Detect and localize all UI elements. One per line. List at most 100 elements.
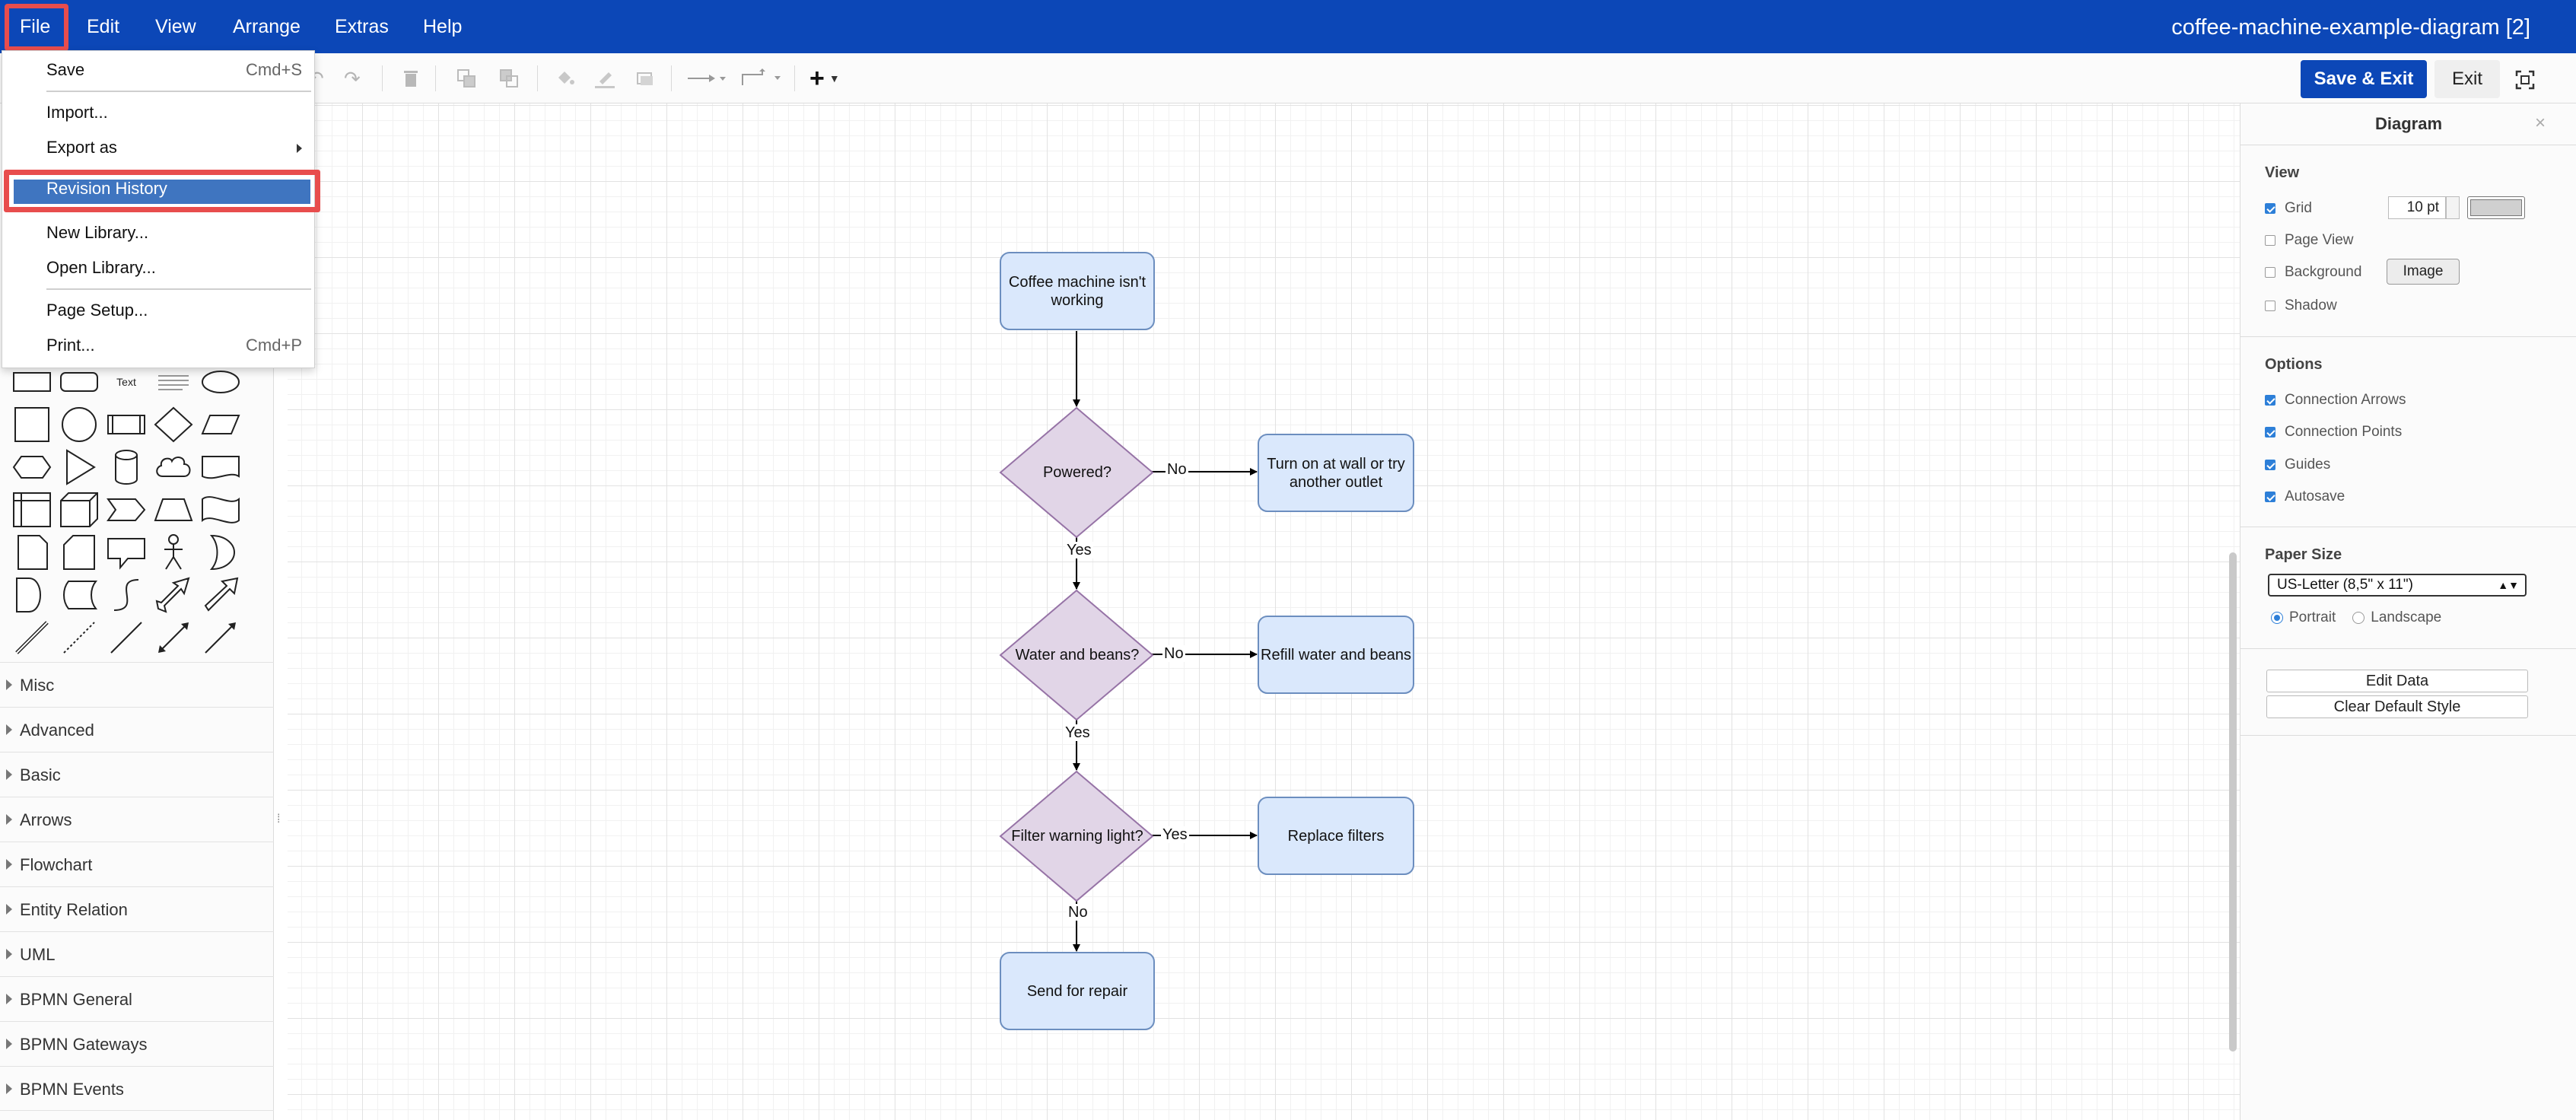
grid-checkbox[interactable] — [2265, 203, 2275, 214]
sidebar-section-advanced[interactable]: Advanced — [0, 707, 274, 752]
file-menu-export-as[interactable]: Export as — [2, 132, 316, 164]
autosave-row[interactable]: Autosave — [2265, 488, 2345, 506]
connection-arrows-row[interactable]: Connection Arrows — [2265, 391, 2406, 409]
trapezoid-shape[interactable] — [152, 490, 195, 530]
page-view-checkbox[interactable] — [2265, 235, 2275, 246]
guides-row[interactable]: Guides — [2265, 456, 2330, 474]
node-water-beans[interactable]: Water and beans? — [1015, 647, 1140, 663]
background-checkbox-row[interactable]: Background — [2265, 263, 2361, 282]
document-shape[interactable] — [199, 447, 242, 487]
file-menu-open-library[interactable]: Open Library... — [46, 258, 156, 277]
card-shape[interactable] — [58, 533, 100, 572]
fullscreen-icon[interactable] — [2512, 67, 2538, 93]
node-replace-filters[interactable]: Replace filters — [1287, 827, 1385, 845]
sidebar-section-bpmn-events[interactable]: BPMN Events — [0, 1066, 274, 1111]
connection-arrows-checkbox[interactable] — [2265, 395, 2275, 406]
callout-shape[interactable] — [105, 533, 148, 572]
grid-color-swatch[interactable] — [2467, 196, 2525, 219]
sidebar-section-flowchart[interactable]: Flowchart — [0, 842, 274, 886]
ellipse-shape[interactable] — [199, 362, 242, 402]
landscape-radio[interactable] — [2352, 612, 2365, 624]
diagram-canvas[interactable]: Coffee machine isn't working Powered? Tu… — [288, 103, 2240, 1120]
arrow-shape[interactable] — [199, 575, 242, 615]
file-menu-new-library[interactable]: New Library... — [46, 223, 149, 242]
square-shape[interactable] — [11, 405, 53, 444]
background-checkbox[interactable] — [2265, 267, 2275, 278]
to-back-icon[interactable] — [499, 67, 520, 90]
cylinder-shape[interactable] — [105, 447, 148, 487]
or-shape[interactable] — [199, 533, 242, 572]
menu-view[interactable]: View — [155, 16, 196, 37]
textbox-shape[interactable] — [152, 362, 195, 402]
menu-help[interactable]: Help — [423, 16, 463, 37]
bidirectional-connector-shape[interactable] — [152, 618, 195, 657]
process-shape[interactable] — [105, 405, 148, 444]
to-front-icon[interactable] — [456, 67, 478, 90]
paper-size-select[interactable]: US-Letter (8,5" x 11")▲▼ — [2268, 574, 2527, 597]
node-refill[interactable]: Refill water and beans — [1261, 646, 1411, 663]
edge-label-powered-no[interactable]: No — [1166, 461, 1188, 478]
directional-connector-shape[interactable] — [199, 618, 242, 657]
insert-plus-icon[interactable]: +▼ — [809, 63, 840, 93]
line-shape[interactable] — [105, 618, 148, 657]
bidirectional-arrow-shape[interactable] — [152, 575, 195, 615]
file-menu-print[interactable]: Print...Cmd+P — [2, 329, 316, 361]
rectangle-shape[interactable] — [11, 362, 53, 402]
node-start[interactable]: Coffee machine isn't working — [1008, 273, 1146, 309]
sidebar-section-basic[interactable]: Basic — [0, 752, 274, 797]
text-shape[interactable]: Text — [116, 376, 136, 388]
save-and-exit-button[interactable]: Save & Exit — [2301, 60, 2427, 98]
autosave-checkbox[interactable] — [2265, 492, 2275, 502]
delete-icon[interactable] — [402, 67, 420, 90]
internal-storage-shape[interactable] — [11, 490, 53, 530]
diamond-shape[interactable] — [152, 405, 195, 444]
page-view-checkbox-row[interactable]: Page View — [2265, 231, 2354, 250]
vertical-scrollbar[interactable] — [2229, 552, 2237, 1052]
parallelogram-shape[interactable] — [199, 405, 242, 444]
file-menu-page-setup[interactable]: Page Setup... — [46, 301, 148, 320]
sidebar-section-bpmn-gateways[interactable]: BPMN Gateways — [0, 1021, 274, 1066]
edge-label-filter-no[interactable]: No — [1067, 904, 1089, 921]
connection-style-icon[interactable] — [686, 67, 727, 90]
data-storage-shape[interactable] — [58, 575, 100, 615]
node-filter-warning[interactable]: Filter warning light? — [1011, 828, 1143, 845]
portrait-radio[interactable] — [2271, 612, 2283, 624]
edge-label-powered-yes[interactable]: Yes — [1065, 542, 1093, 558]
sidebar-section-bpmn-general[interactable]: BPMN General — [0, 976, 274, 1021]
edge-label-water-no[interactable]: No — [1162, 645, 1185, 662]
tape-shape[interactable] — [199, 490, 242, 530]
cloud-shape[interactable] — [152, 447, 195, 487]
guides-checkbox[interactable] — [2265, 460, 2275, 470]
hexagon-shape[interactable] — [11, 447, 53, 487]
exit-button[interactable]: Exit — [2434, 60, 2500, 98]
grid-size-stepper[interactable] — [2446, 196, 2460, 219]
close-icon[interactable]: × — [2534, 113, 2546, 133]
shadow-checkbox-row[interactable]: Shadow — [2265, 297, 2337, 315]
edit-data-button[interactable]: Edit Data — [2266, 670, 2528, 692]
file-menu-revision-history[interactable]: Revision History — [46, 179, 167, 198]
background-image-button[interactable]: Image — [2387, 259, 2460, 285]
cube-shape[interactable] — [58, 490, 100, 530]
node-powered[interactable]: Powered? — [1042, 464, 1112, 481]
redo-icon[interactable]: ↷ — [344, 66, 361, 90]
grid-size-input[interactable]: 10 pt — [2388, 196, 2446, 219]
delay-shape[interactable] — [11, 575, 53, 615]
sidebar-section-arrows[interactable]: Arrows — [0, 797, 274, 842]
connection-points-row[interactable]: Connection Points — [2265, 423, 2402, 441]
curve-shape[interactable] — [105, 575, 148, 615]
clear-default-style-button[interactable]: Clear Default Style — [2266, 695, 2528, 718]
menu-extras[interactable]: Extras — [335, 16, 389, 37]
note-shape[interactable] — [11, 533, 53, 572]
grid-checkbox-row[interactable]: Grid — [2265, 199, 2312, 218]
actor-shape[interactable] — [152, 533, 195, 572]
circle-shape[interactable] — [58, 405, 100, 444]
file-menu-import[interactable]: Import... — [46, 103, 108, 122]
fill-color-icon[interactable] — [554, 67, 575, 90]
link-shape[interactable] — [11, 618, 53, 657]
sidebar-resize-handle[interactable]: ⁞ — [277, 813, 281, 826]
edge-label-water-yes[interactable]: Yes — [1064, 724, 1092, 741]
sidebar-section-entity-relation[interactable]: Entity Relation — [0, 886, 274, 931]
edge-label-filter-yes[interactable]: Yes — [1161, 826, 1189, 843]
shadow-icon[interactable] — [634, 67, 656, 90]
